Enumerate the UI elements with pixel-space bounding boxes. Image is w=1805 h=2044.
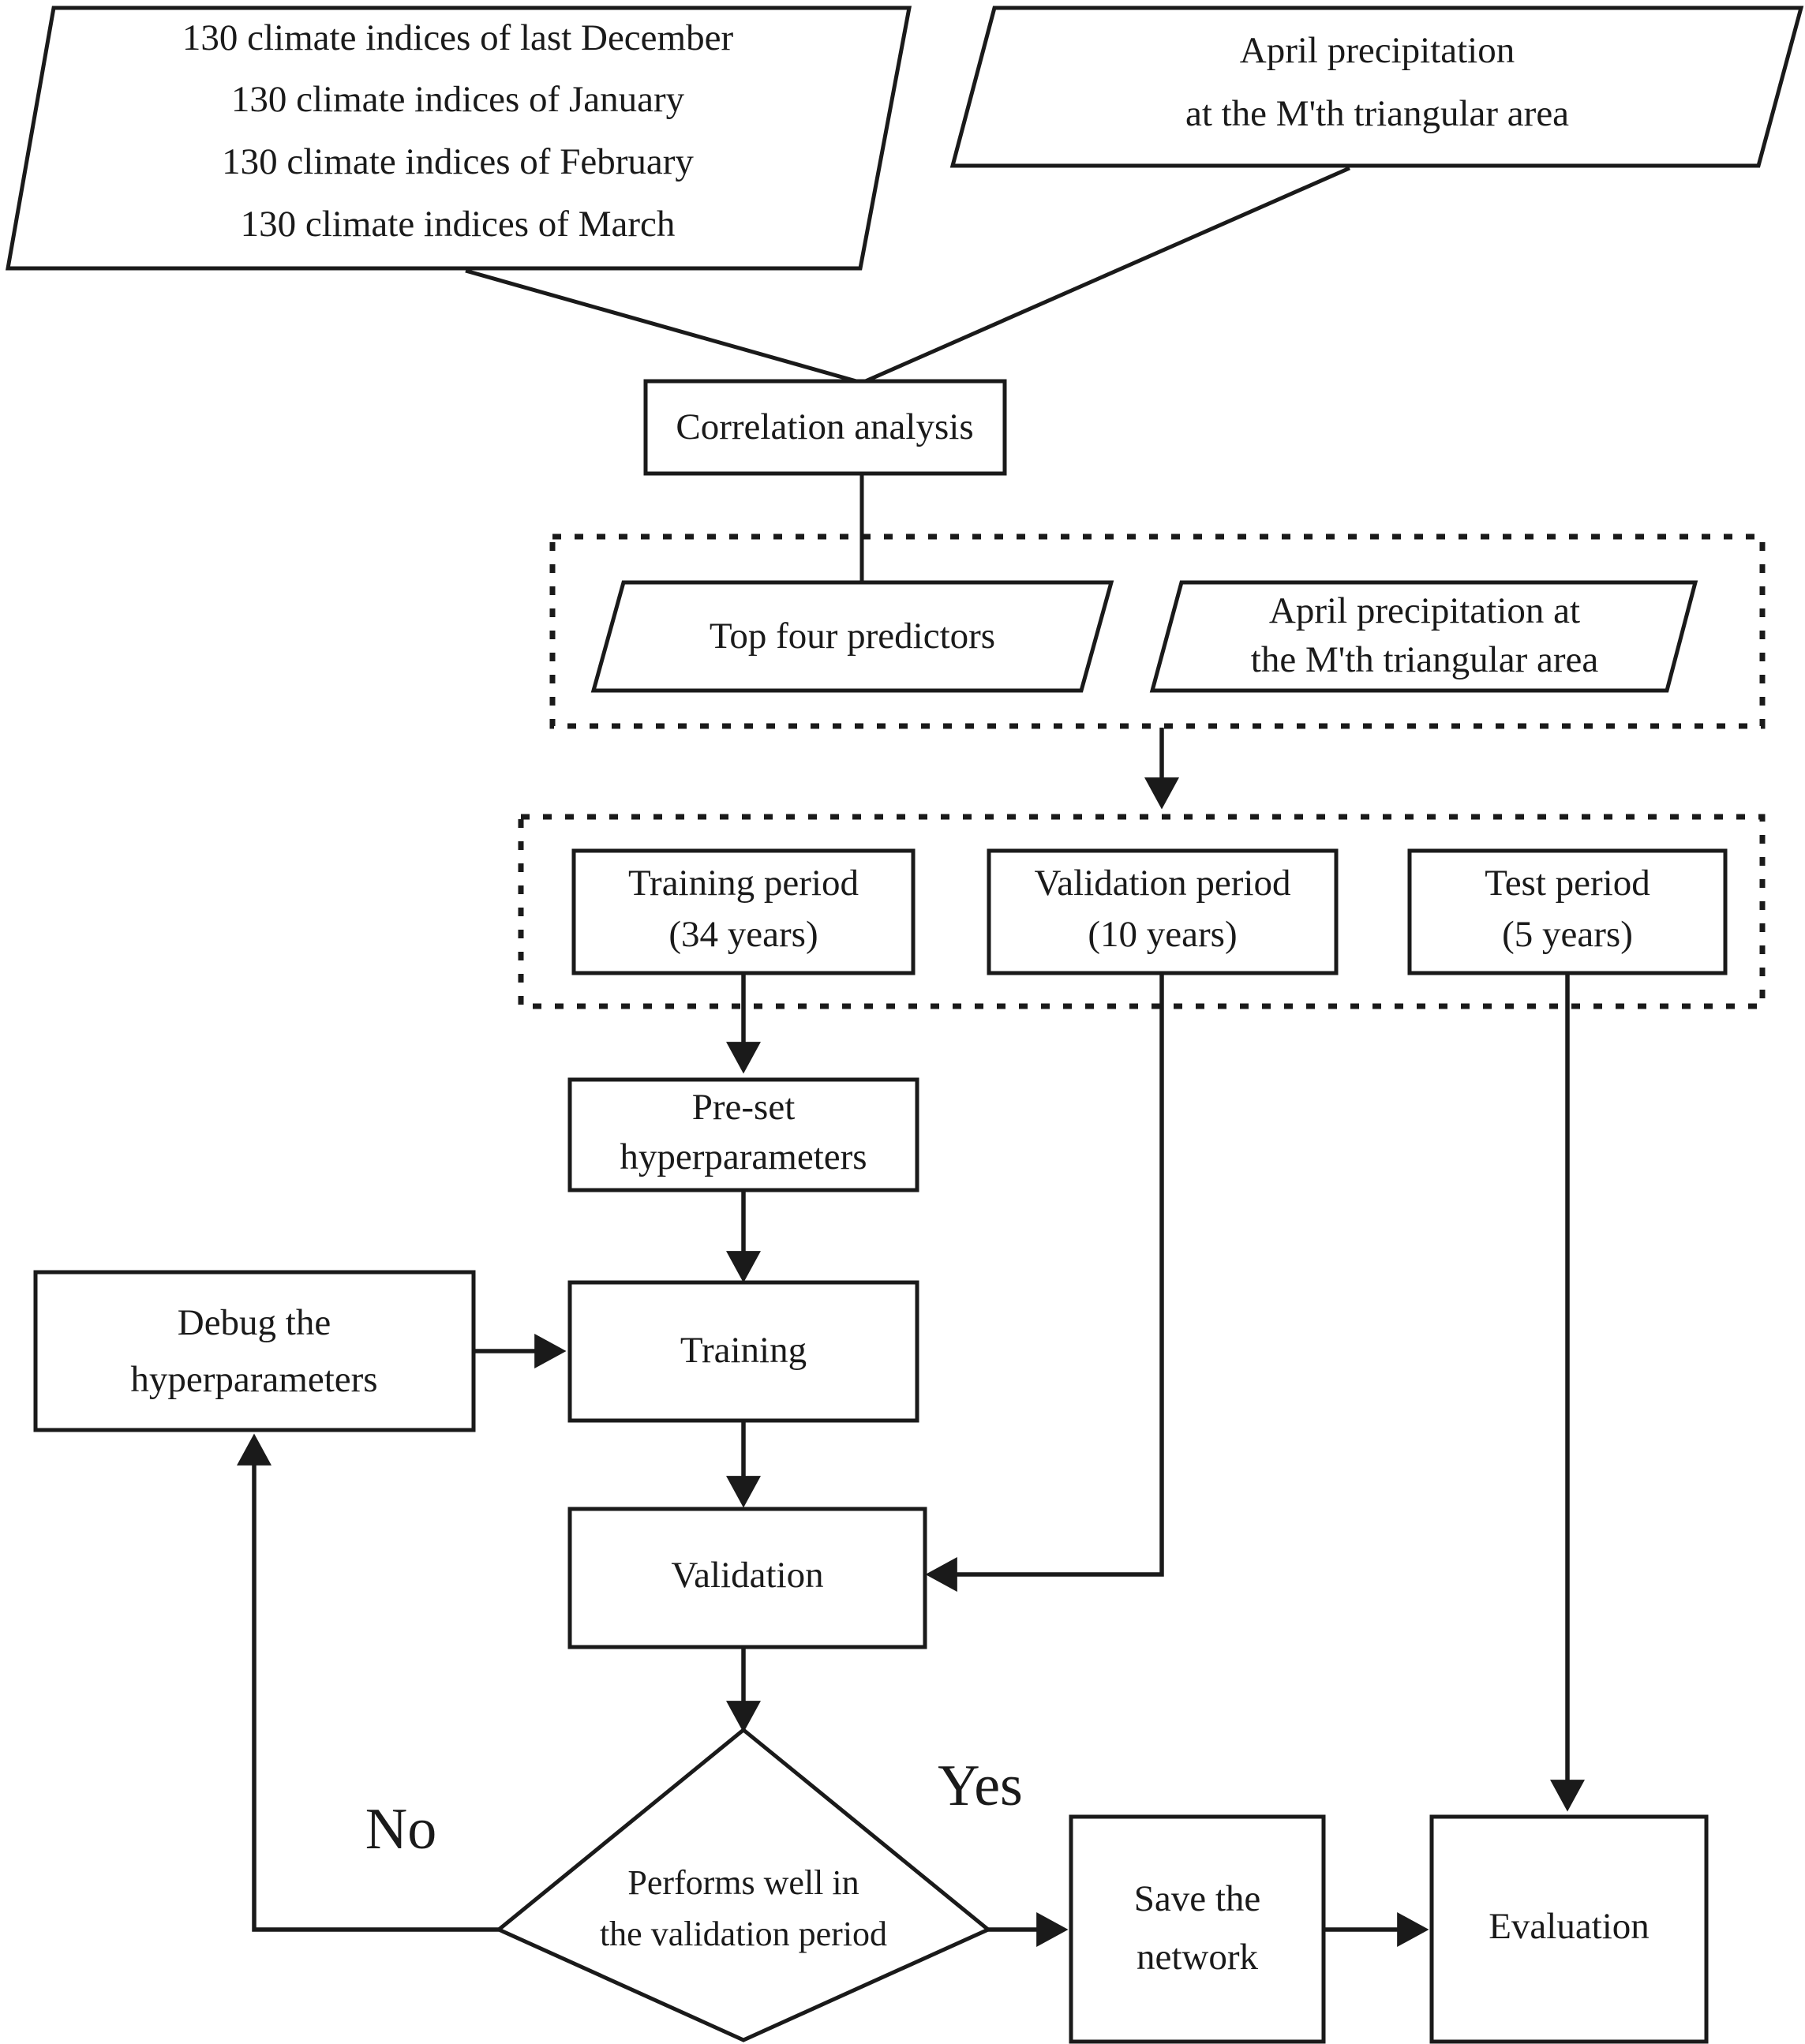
correlation-analysis-label: Correlation analysis (676, 406, 973, 447)
training-period-line-2: (34 years) (668, 914, 818, 955)
validation-label: Validation (671, 1555, 823, 1596)
group-april-precip-line-1: April precipitation at (1269, 590, 1580, 631)
training-label: Training (680, 1330, 807, 1371)
save-network-node: Save the network (1069, 1814, 1326, 2044)
connector-decision-no-to-debug (237, 1433, 499, 1932)
connector-precip-to-correlation (860, 166, 1351, 385)
april-precip-line-2: at the M'th triangular area (1185, 93, 1569, 134)
training-period-node: Training period (34 years) (571, 848, 916, 975)
climate-indices-line-2: 130 climate indices of January (231, 79, 685, 120)
top-four-predictors-label: Top four predictors (710, 616, 995, 657)
connector-validation-period-to-validation (925, 973, 1164, 1592)
debug-line-1: Debug the (178, 1302, 331, 1343)
debug-line-2: hyperparameters (130, 1359, 377, 1400)
validation-period-node: Validation period (10 years) (987, 848, 1339, 975)
validation-period-line-2: (10 years) (1088, 914, 1237, 955)
save-line-1: Save the (1134, 1878, 1261, 1919)
input-climate-indices: 130 climate indices of last December 130… (6, 6, 912, 271)
debug-hyperparameters-node: Debug the hyperparameters (33, 1270, 476, 1432)
test-period-line-2: (5 years) (1502, 914, 1633, 955)
input-april-precipitation: April precipitation at the M'th triangul… (949, 6, 1804, 168)
group-april-precipitation-node: April precipitation at the M'th triangul… (1149, 580, 1698, 693)
validation-period-line-1: Validation period (1034, 863, 1290, 904)
branch-label-yes: Yes (938, 1754, 1023, 1818)
top-four-predictors-node: Top four predictors (590, 580, 1114, 693)
save-line-2: network (1137, 1937, 1259, 1978)
preset-line-1: Pre-set (692, 1087, 796, 1128)
connector-climate-to-correlation (465, 268, 863, 385)
april-precip-line-1: April precipitation (1240, 30, 1515, 71)
branch-label-no: No (365, 1797, 436, 1862)
training-node: Training (567, 1280, 919, 1423)
validation-node: Validation (567, 1507, 927, 1649)
training-period-line-1: Training period (628, 863, 859, 904)
decision-line-2: the validation period (600, 1915, 887, 1953)
correlation-analysis-node: Correlation analysis (643, 379, 1007, 476)
climate-indices-line-3: 130 climate indices of February (222, 141, 694, 182)
decision-line-1: Performs well in (627, 1863, 859, 1902)
climate-indices-line-4: 130 climate indices of March (241, 204, 676, 245)
preset-line-2: hyperparameters (620, 1136, 867, 1177)
test-period-node: Test period (5 years) (1407, 848, 1728, 975)
decision-node: Performs well in the validation period (495, 1727, 992, 2042)
evaluation-label: Evaluation (1489, 1906, 1650, 1947)
group-box-periods (518, 814, 1766, 1009)
test-period-line-1: Test period (1485, 863, 1650, 904)
group-box-predictors (549, 533, 1766, 729)
preset-hyperparameters-node: Pre-set hyperparameters (567, 1077, 919, 1192)
climate-indices-line-1: 130 climate indices of last December (182, 17, 734, 58)
group-april-precip-line-2: the M'th triangular area (1251, 639, 1599, 680)
evaluation-node: Evaluation (1429, 1814, 1709, 2044)
